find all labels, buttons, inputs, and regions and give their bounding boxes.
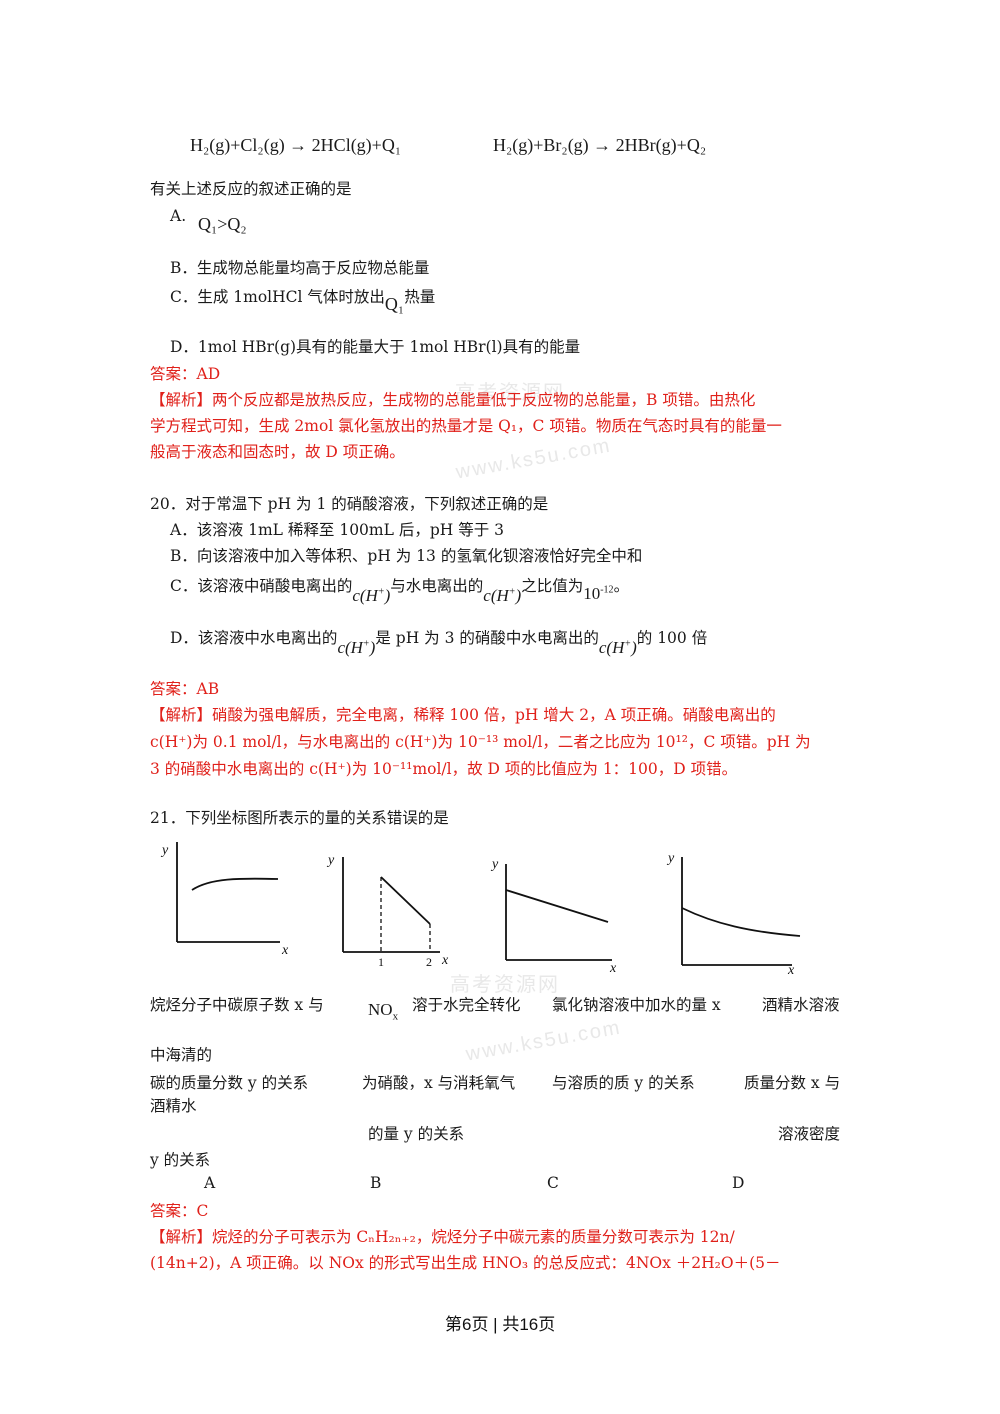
graph-label-b: B (370, 1174, 382, 1192)
axis-y-label: y (490, 857, 499, 872)
option-c: C．生成 1molHCl 气体时放出Q₁热量 (170, 285, 436, 314)
option-d-mid: 是 pH 为 3 的硝酸中水电离出的 (375, 629, 599, 647)
graph-label-d: D (732, 1174, 745, 1192)
watermark-text: 高考资源网 (455, 382, 565, 404)
option-d: D．该溶液中水电离出的c(H+)是 pH 为 3 的硝酸中水电离出的c(H+)的… (170, 626, 708, 657)
c-h-plus: c(H+) (352, 586, 391, 605)
question-21-stem: 21．下列坐标图所表示的量的关系错误的是 (150, 809, 449, 827)
graph-d (681, 857, 801, 966)
answer-21: 答案：C (150, 1202, 209, 1220)
axis-x-label: x (441, 953, 449, 968)
axis-y-label: y (666, 851, 675, 866)
option-d: D．1mol HBr(g)具有的能量大于 1mol HBr(l)具有的能量 (170, 338, 581, 356)
answer-19: 答案：AD (150, 365, 221, 383)
caption-b-line2: 为硝酸，x 与消耗氧气 (362, 1074, 516, 1092)
analysis-20-line3: 3 的硝酸中水电离出的 c(H⁺)为 10⁻¹¹mol/l，故 D 项的比值应为… (150, 760, 738, 778)
c-h-plus: c(H+) (598, 638, 637, 657)
q1-symbol: Q₁ (384, 294, 405, 314)
option-d-tail: 的 100 倍 (636, 629, 708, 647)
caption-d-line1: 酒精水溶液 (762, 996, 840, 1014)
equation-2: H₂(g)+Br₂(g) → 2HBr(g)+Q₂ (493, 135, 707, 155)
option-c-text: C．生成 1molHCl 气体时放出 (170, 288, 385, 306)
graphs-figure: y x y x y x y x 1 2 (160, 842, 801, 978)
option-c-tail: 之比值为 (521, 577, 584, 595)
page-footer: 第6页 | 共16页 (445, 1315, 556, 1334)
answer-20: 答案：AB (150, 680, 220, 698)
tick-label-1: 1 (378, 955, 384, 969)
watermark-url: www.ks5u.com (454, 434, 614, 484)
caption-line4: 酒精水 (150, 1097, 197, 1115)
option-a: A．该溶液 1mL 稀释至 100mL 后，pH 等于 3 (170, 521, 504, 539)
analysis-21-line1: 【解析】烷烃的分子可表示为 CₙH₂ₙ₊₂，烷烃分子中碳元素的质量分数可表示为 … (150, 1228, 735, 1246)
option-b: B．向该溶液中加入等体积、pH 为 13 的氢氧化钡溶液恰好完全中和 (170, 547, 643, 565)
graph-label-a: A (204, 1174, 216, 1192)
option-c-text: C．该溶液中硝酸电离出的 (170, 577, 353, 595)
caption-a-line2: 碳的质量分数 y 的关系 (150, 1074, 309, 1092)
caption-c-line2: 与溶质的质 y 的关系 (552, 1074, 695, 1092)
caption-a-line1: 烷烃分子中碳原子数 x 与 (150, 996, 324, 1014)
caption-line6: y 的关系 (150, 1151, 211, 1169)
equation-1: H₂(g)+Cl₂(g) → 2HCl(g)+Q₁ (190, 135, 402, 155)
c-h-plus: c(H+) (483, 586, 522, 605)
graph-b (342, 857, 440, 953)
analysis-20-line1: 【解析】硝酸为强电解质，完全电离，稀释 100 倍，pH 增大 2，A 项正确。… (150, 706, 776, 724)
watermark-text: 高考资源网 (450, 974, 560, 996)
caption-b-line3: 的量 y 的关系 (368, 1125, 465, 1143)
caption-d-line2: 质量分数 x 与 (744, 1074, 841, 1092)
option-b: B．生成物总能量均高于反应物总能量 (170, 259, 430, 277)
option-c-mid: 与水电离出的 (390, 577, 484, 595)
option-c-tail: 热量 (404, 288, 436, 306)
graph-c (505, 864, 612, 961)
option-a-label: A. (170, 207, 187, 225)
analysis-19-line2: 学方程式可知，生成 2mol 氯化氢放出的热量才是 Q₁，C 项错。物质在气态时… (150, 417, 782, 435)
caption-d-line3: 溶液密度 (778, 1125, 841, 1143)
axis-x-label: x (609, 961, 617, 976)
analysis-21-line2: (14n+2)，A 项正确。以 NOx 的形式写出生成 HNO₃ 的总反应式：4… (150, 1254, 781, 1272)
nox-formula: NOx (368, 1000, 399, 1023)
question-20-stem: 20．对于常温下 pH 为 1 的硝酸溶液，下列叙述正确的是 (150, 495, 549, 513)
caption-line2: 中海清的 (150, 1046, 213, 1064)
caption-c-line1: 氯化钠溶液中加水的量 x (552, 996, 721, 1014)
question-19-stem: 有关上述反应的叙述正确的是 (150, 180, 352, 198)
axis-y-label: y (160, 843, 169, 858)
analysis-20-line2: c(H⁺)为 0.1 mol/l，与水电离出的 c(H⁺)为 10⁻¹³ mol… (150, 733, 811, 751)
caption-b-line1: 溶于水完全转化 (412, 996, 521, 1014)
option-a-math: Q₁>Q₂ (198, 214, 247, 234)
graph-label-c: C (547, 1174, 559, 1192)
option-c: C．该溶液中硝酸电离出的c(H+)与水电离出的c(H+)之比值为10-12。 (170, 577, 630, 605)
analysis-19-line3: 般高于液态和固态时，故 D 项正确。 (150, 443, 405, 461)
c-h-plus: c(H+) (337, 638, 376, 657)
analysis-19-line1: 【解析】两个反应都是放热反应，生成物的总能量低于反应物的总能量，B 项错。由热化 (150, 391, 756, 409)
ratio-value: 10-12 (583, 584, 614, 603)
tick-label-2: 2 (426, 955, 432, 969)
axis-x-label: x (281, 943, 289, 958)
graph-a (176, 842, 280, 943)
watermark-url: www.ks5u.com (464, 1016, 624, 1066)
axis-x-label: x (787, 963, 795, 978)
axis-y-label: y (326, 853, 335, 868)
option-d-text: D．该溶液中水电离出的 (170, 629, 338, 647)
